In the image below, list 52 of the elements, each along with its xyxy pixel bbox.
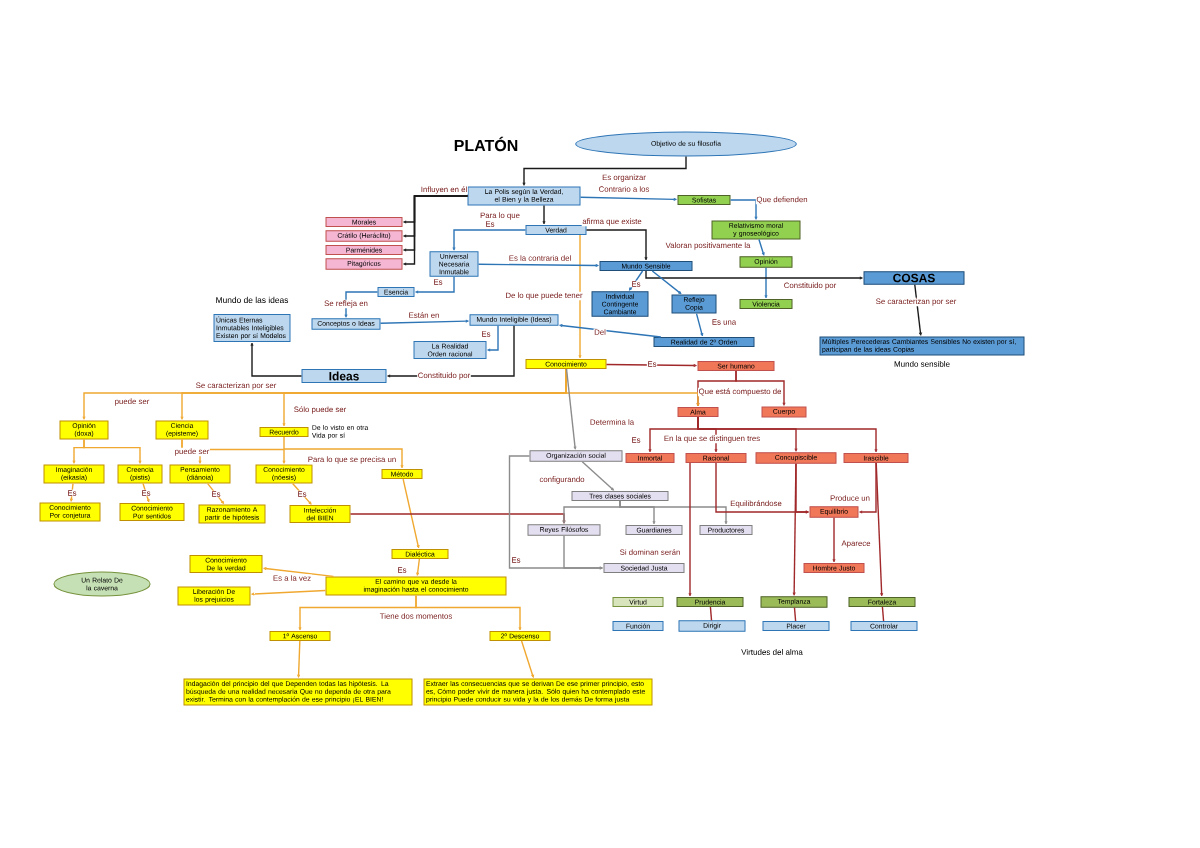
arrow — [605, 363, 697, 367]
connector-line — [793, 606, 797, 622]
arrow — [628, 270, 644, 291]
arrow — [542, 204, 546, 225]
arrow — [565, 368, 577, 450]
arrow — [758, 238, 765, 256]
arrow — [875, 462, 884, 597]
arrow — [181, 438, 286, 464]
arrow — [522, 155, 687, 186]
title: PLATÓN — [454, 136, 518, 152]
arrow — [695, 312, 704, 337]
arrow — [251, 589, 327, 596]
connector-line — [709, 606, 713, 622]
arrow — [562, 500, 621, 524]
arrow — [379, 319, 469, 324]
arrow — [697, 416, 878, 453]
arrow — [914, 284, 922, 336]
arrow — [415, 594, 522, 631]
arrow — [403, 195, 469, 266]
arrow — [579, 196, 677, 201]
arrow — [792, 462, 797, 596]
arrow — [487, 324, 499, 352]
arrow — [585, 229, 648, 261]
arrow — [206, 482, 225, 504]
arrow — [344, 291, 379, 318]
arrow — [297, 640, 301, 678]
arrow — [83, 438, 142, 464]
arrow — [477, 263, 599, 267]
arrow — [645, 270, 863, 280]
arrow — [452, 229, 527, 251]
connector-line — [881, 606, 885, 622]
arrow — [859, 462, 877, 514]
arrow — [832, 516, 836, 563]
arrow — [402, 478, 420, 549]
arrow — [688, 462, 692, 597]
arrow — [415, 276, 455, 294]
arrow — [581, 461, 615, 491]
arrow — [565, 368, 700, 407]
arrow — [283, 436, 404, 469]
arrow — [764, 267, 768, 299]
arrow — [578, 234, 582, 359]
arrow — [520, 640, 534, 678]
arrow — [291, 482, 312, 505]
arrow — [729, 199, 758, 220]
arrow — [651, 270, 682, 295]
arrow — [619, 500, 728, 525]
arrow — [250, 342, 303, 377]
arrow — [735, 370, 786, 406]
arrow — [263, 567, 335, 578]
arrow — [559, 324, 662, 338]
arrow — [416, 558, 421, 576]
arrow — [508, 455, 603, 570]
